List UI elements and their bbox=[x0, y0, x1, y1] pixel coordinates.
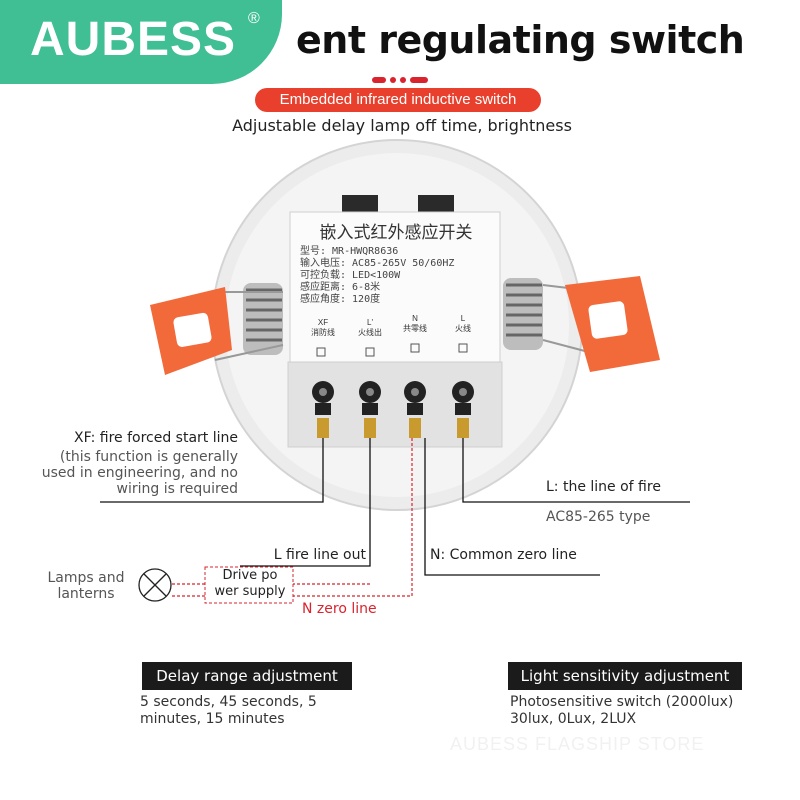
light-heading: Light sensitivity adjustment bbox=[508, 662, 742, 690]
xf-note-line: (this function is generally bbox=[59, 449, 238, 465]
spec-line: 输入电压: AC85-265V 50/60HZ bbox=[300, 258, 455, 269]
spec-line: 感应角度: 120度 bbox=[300, 294, 381, 305]
device-label-specs: 型号: MR-HWQR8636 输入电压: AC85-265V 50/60HZ … bbox=[300, 246, 495, 306]
terminal-code: N bbox=[412, 314, 418, 323]
n-common-callout: N: Common zero line bbox=[430, 547, 577, 563]
light-text-line: Photosensitive switch (2000lux) bbox=[510, 694, 734, 710]
title-dots bbox=[372, 71, 432, 89]
lamps-line: lanterns bbox=[57, 586, 115, 602]
terminal-label-lout: L' 火线出 bbox=[351, 318, 389, 338]
xf-note-line: used in engineering, and no bbox=[41, 465, 238, 481]
watermark: AUBESS FLAGSHIP STORE bbox=[450, 734, 705, 754]
lamps-label: Lamps and lanterns bbox=[40, 570, 132, 602]
xf-callout-note: (this function is generally used in engi… bbox=[10, 449, 238, 497]
terminal-name: 共零线 bbox=[403, 324, 427, 333]
wiring bbox=[172, 438, 413, 597]
callout-lines bbox=[100, 438, 690, 576]
label-plate bbox=[289, 211, 501, 363]
xf-callout-title: XF: fire forced start line bbox=[74, 430, 238, 446]
drive-line: Drive po bbox=[222, 568, 278, 583]
xf-note-line: wiring is required bbox=[116, 481, 239, 497]
delay-heading: Delay range adjustment bbox=[142, 662, 352, 690]
terminal-code: L bbox=[460, 314, 466, 323]
terminal-name: 火线 bbox=[455, 324, 471, 333]
lamps-line: Lamps and bbox=[47, 570, 125, 586]
brand-badge bbox=[0, 0, 282, 84]
device-label-title: 嵌入式红外感应开关 bbox=[319, 223, 473, 243]
terminal-name: 火线出 bbox=[358, 328, 382, 337]
right-spring-clip bbox=[503, 276, 660, 372]
subtitle: Adjustable delay lamp off time, brightne… bbox=[232, 116, 572, 135]
spec-line: 感应距离: 6-8米 bbox=[300, 282, 381, 293]
top-tab bbox=[342, 195, 378, 213]
l-fire-callout: L: the line of fire bbox=[546, 479, 661, 495]
terminal-code: L' bbox=[367, 318, 373, 327]
drive-power-box bbox=[204, 566, 294, 604]
left-spring-clip bbox=[150, 283, 284, 375]
terminal-label-n: N 共零线 bbox=[396, 314, 434, 334]
terminal-label-xf: XF 消防线 bbox=[304, 318, 342, 338]
terminal-label-l: L 火线 bbox=[444, 314, 482, 334]
l-out-callout: L fire line out bbox=[273, 547, 366, 563]
light-text-line: 30lux, 0Lux, 2LUX bbox=[510, 711, 637, 727]
delay-text-line: minutes, 15 minutes bbox=[140, 711, 285, 727]
feature-pill: Embedded infrared inductive switch bbox=[255, 88, 541, 112]
delay-text: 5 seconds, 45 seconds, 5 minutes, 15 min… bbox=[140, 694, 380, 728]
n-zero-callout: N zero line bbox=[302, 601, 377, 617]
top-tab bbox=[418, 195, 454, 213]
light-text: Photosensitive switch (2000lux) 30lux, 0… bbox=[510, 694, 790, 728]
brand-logo: AUBESS bbox=[30, 13, 237, 66]
lamp-icon bbox=[138, 568, 172, 602]
drive-line: wer supply bbox=[214, 584, 286, 599]
terminal-name: 消防线 bbox=[311, 328, 335, 337]
registered-mark: ® bbox=[248, 10, 260, 27]
page-title: ent regulating switch bbox=[296, 18, 745, 62]
spec-line: 可控负载: LED<100W bbox=[300, 270, 401, 281]
drive-power-label: Drive po wer supply bbox=[210, 568, 290, 600]
l-type-callout: AC85-265 type bbox=[546, 509, 651, 525]
spec-line: 型号: MR-HWQR8636 bbox=[300, 246, 399, 257]
terminal-code: XF bbox=[317, 318, 329, 327]
delay-text-line: 5 seconds, 45 seconds, 5 bbox=[140, 694, 317, 710]
terminal-screws bbox=[312, 381, 474, 438]
